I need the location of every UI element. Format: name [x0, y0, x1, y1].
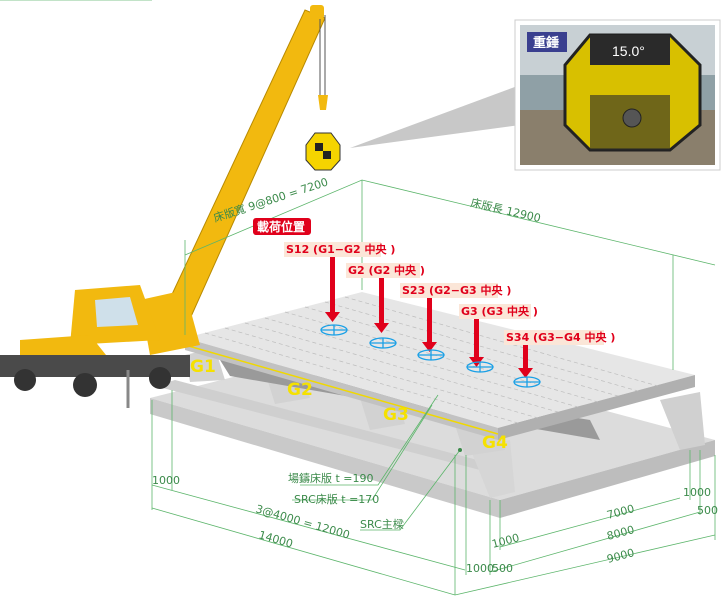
dim-inner-1000: 1000	[490, 531, 520, 551]
dim-front-500: 500	[492, 562, 513, 575]
girder-label-g3: G3	[383, 405, 409, 425]
callout-src-girder: SRC主樑	[360, 518, 404, 531]
dim-span-total: 14000	[257, 528, 294, 550]
dim-front-1000: 1000	[466, 562, 494, 575]
dim-7000: 7000	[605, 502, 635, 522]
load-title: 載荷位置	[257, 219, 305, 234]
dim-right-1000: 1000	[683, 486, 711, 499]
weight-photo-inset: 15.0° 重錘	[514, 19, 721, 171]
weight-icon	[305, 132, 341, 171]
load-label-s23: S23 (G2−G3 中央 )	[402, 283, 511, 297]
dim-9000: 9000	[605, 546, 635, 566]
load-label-s34: S34 (G3−G4 中央 )	[506, 330, 615, 344]
weight-display: 15.0°	[612, 43, 645, 59]
callout-leaders	[292, 394, 462, 531]
callout-src-slab: SRC床版 t =170	[294, 492, 379, 506]
girder-label-g1: G1	[190, 357, 216, 377]
load-label-g2: G2 (G2 中央 )	[348, 263, 425, 277]
inset-title: 重錘	[533, 35, 559, 50]
dim-right-500: 500	[697, 504, 718, 517]
dim-8000: 8000	[605, 523, 635, 543]
load-label-s12: S12 (G1−G2 中央 )	[286, 242, 395, 256]
dim-slab-length: 床版長 12900	[469, 195, 542, 225]
callout-cast-slab: 場鑄床版 t =190	[288, 471, 374, 485]
girder-label-g4: G4	[482, 433, 508, 453]
girder-label-g2: G2	[287, 380, 313, 400]
load-label-g3: G3 (G3 中央 )	[461, 304, 538, 318]
dim-left-1000: 1000	[152, 474, 180, 487]
load-positions: 載荷位置 S12 (G1−G2 中央 ) G2 (G2 中央 ) S23 (G2…	[253, 218, 615, 388]
deck-slab	[184, 292, 695, 440]
callout-pointer	[350, 85, 520, 148]
crane	[0, 5, 341, 408]
